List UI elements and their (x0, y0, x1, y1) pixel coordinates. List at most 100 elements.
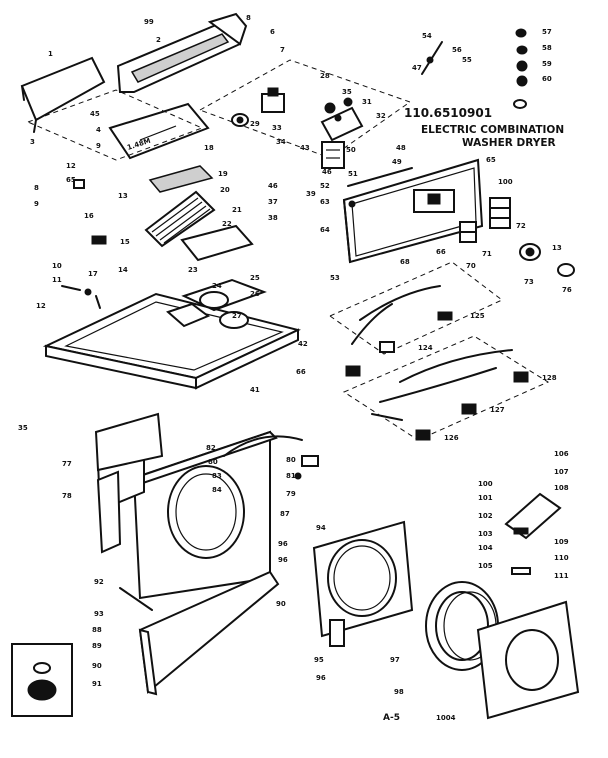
callout-124: 128 (542, 374, 557, 382)
drum-front-frame (312, 520, 414, 638)
callout-102: 102 (478, 512, 493, 520)
callout-81: 81 (286, 472, 296, 480)
selector-switch (321, 141, 345, 169)
callout-19: 19 (218, 170, 228, 178)
title-line-2: WASHER DRYER (462, 137, 556, 149)
harness-box-2 (342, 335, 550, 441)
drum-bracket (329, 619, 345, 647)
callout-73: 73 (524, 278, 534, 286)
controls-outline (198, 59, 412, 159)
timer-motor (261, 87, 285, 113)
callout-8: 8 (246, 14, 251, 22)
callout-42: 42 (298, 340, 308, 348)
relay-pair (459, 221, 477, 243)
callout-49: 49 (392, 158, 402, 166)
callout-120: 124 (418, 344, 433, 352)
callout-1: 1 (48, 50, 53, 58)
callout-107: 107 (554, 468, 569, 476)
callout-2: 2 (156, 36, 161, 44)
console-end-cap-left (20, 56, 106, 133)
page-label: A-5 (383, 713, 400, 723)
callout-109: 109 (554, 538, 569, 546)
callout-18: 18 (204, 144, 214, 152)
harness-123 (379, 367, 497, 415)
callout-43: 43 (300, 144, 310, 152)
callout-11: 11 (52, 276, 62, 284)
callout-12b: 12 (36, 302, 46, 310)
timer-knob (231, 113, 249, 127)
switch-assembly (320, 97, 364, 142)
callout-103: 103 (478, 530, 493, 538)
callout-35b: 35 (18, 424, 28, 432)
heater-rod (347, 167, 413, 208)
model-number: 110.6510901 (404, 106, 492, 120)
callout-14: 14 (118, 266, 128, 274)
callout-72: 72 (516, 222, 526, 230)
callout-29: 29 (250, 120, 260, 128)
title-line-1: ELECTRIC COMBINATION (421, 124, 564, 136)
callout-100b: 100 (478, 480, 493, 488)
callout-28: 28 (320, 72, 330, 80)
callout-89: 89 (92, 642, 102, 650)
callout-105: 105 (478, 562, 493, 570)
callout-77: 77 (62, 460, 72, 468)
door-switch-wire (223, 435, 303, 457)
tub-cover (181, 278, 267, 329)
callout-45: 45 (90, 110, 100, 118)
callout-84: 84 (212, 486, 222, 494)
callout-10: 10 (52, 262, 62, 270)
callout-78: 78 (62, 492, 72, 500)
top-hole-cover (166, 302, 210, 328)
callout-60: 60 (542, 75, 552, 83)
callout-91: 91 (92, 680, 102, 688)
callout-38: 38 (268, 214, 278, 222)
callout-95: 95 (314, 656, 324, 664)
door-panel (476, 600, 580, 720)
callout-13: 13 (118, 192, 128, 200)
callout-41: 41 (250, 386, 260, 394)
callout-4: 4 (96, 126, 101, 134)
callout-65b: 65 (486, 156, 496, 164)
callout-66: 66 (436, 248, 446, 256)
end-cap-knob (557, 263, 575, 277)
door-latch (511, 567, 531, 575)
callout-46: 46 (322, 168, 332, 176)
callouts: 99 8 1 2 6 7 45 4 3 9 18 28 35 31 29 33 … (18, 14, 572, 696)
callout-58: 58 (542, 44, 552, 52)
callout-56: 56 (452, 46, 462, 54)
callout-53: 53 (330, 274, 340, 282)
callout-82: 82 (206, 444, 216, 452)
callout-99: 99 (144, 18, 154, 26)
callout-98: 98 (394, 688, 404, 696)
terminal-block (413, 189, 455, 213)
harness-122 (371, 413, 431, 441)
callout-37: 37 (268, 198, 278, 206)
callout-27: 27 (232, 312, 242, 320)
callout-52: 52 (320, 182, 330, 190)
top-cover-plate (180, 224, 254, 262)
callout-35: 35 (342, 88, 352, 96)
callout-31: 31 (362, 98, 372, 106)
callout-20: 20 (220, 186, 230, 194)
hinge-assembly (504, 492, 562, 540)
callout-7: 7 (280, 46, 285, 54)
callout-80b: 80 (286, 456, 296, 464)
cabinet-top (42, 292, 301, 390)
callout-106: 106 (554, 450, 569, 458)
callout-50: 50 (346, 146, 356, 154)
callout-22: 22 (222, 220, 232, 228)
callout-96c: 96 (316, 674, 326, 682)
toe-panel (138, 570, 280, 696)
callout-59: 59 (542, 60, 552, 68)
callout-94: 94 (316, 524, 326, 532)
callout-51: 51 (348, 170, 358, 178)
callout-88: 88 (92, 626, 102, 634)
small-code: 1004 (436, 714, 456, 722)
callout-13b: 13 (552, 244, 562, 252)
callout-110: 110 (554, 554, 569, 562)
console-backsplash (116, 12, 248, 93)
control-panel-insert: 1.48M (108, 102, 210, 160)
rear-access-panel (94, 412, 164, 472)
callout-97: 97 (390, 656, 400, 664)
